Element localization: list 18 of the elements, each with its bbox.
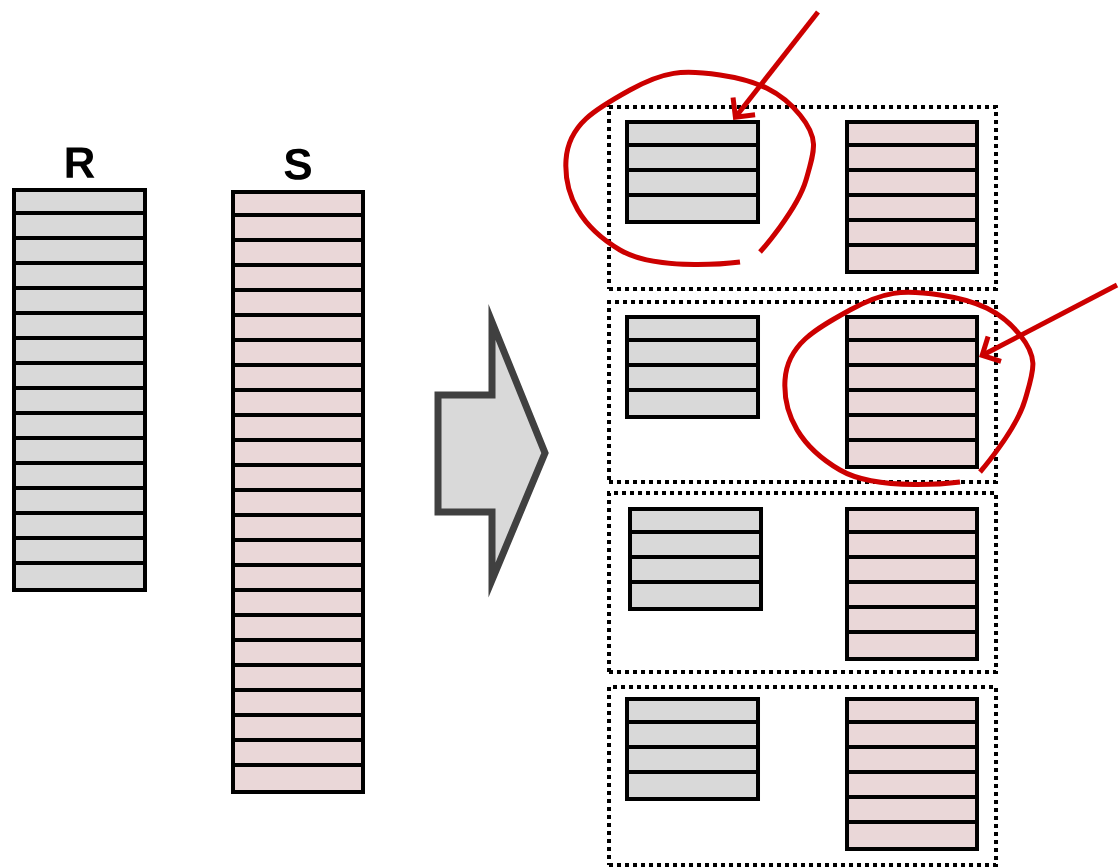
table-drawing <box>625 697 760 801</box>
table-drawing <box>845 315 979 469</box>
table-drawing <box>845 120 979 274</box>
table-drawing <box>845 507 979 661</box>
table-drawing <box>628 507 763 611</box>
dotted-partition-box <box>607 300 998 484</box>
dotted-partition-box <box>607 685 998 867</box>
table-drawing <box>845 697 979 851</box>
node-label: S <box>284 148 311 180</box>
table-drawing: S <box>231 148 365 794</box>
table-drawing: R <box>12 147 147 592</box>
dotted-partition-box <box>607 491 998 674</box>
table-drawing <box>625 120 760 224</box>
dotted-partition-box <box>607 105 998 291</box>
arrow <box>730 10 820 120</box>
arrow <box>979 282 1119 364</box>
node-label: R <box>66 147 95 178</box>
table-drawing <box>625 315 760 419</box>
